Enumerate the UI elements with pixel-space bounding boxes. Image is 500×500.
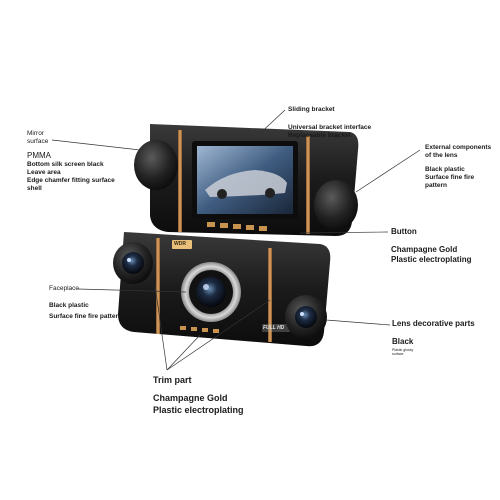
bottom-camera — [113, 232, 331, 347]
label-sliding-bracket: Sliding bracket — [288, 106, 335, 113]
top-trim-left — [178, 130, 182, 232]
wdr-badge-bg — [172, 240, 192, 249]
badge-wdr: WDR — [174, 241, 186, 247]
label-pmma-title: PMMA — [27, 151, 51, 160]
top-buttons — [207, 222, 267, 231]
top-trim-right — [306, 136, 310, 234]
label-pmma-details: Bottom silk screen black Leave area Edge… — [27, 161, 115, 192]
leader-lines — [51, 109, 421, 371]
label-faceplate: Faceplace — [49, 285, 79, 292]
bottom-lens-right — [295, 306, 317, 328]
top-lens-left — [134, 140, 178, 190]
top-lens-right — [314, 180, 358, 230]
label-external-components: External components of the lens — [425, 144, 492, 159]
label-universal-bracket: Universal bracket interface Replaceable … — [288, 124, 372, 139]
top-camera — [134, 124, 359, 236]
label-lens-decorative: Lens decorative parts — [392, 319, 475, 328]
label-button: Button — [391, 227, 417, 236]
center-lens — [196, 277, 226, 307]
badge-full-hd: FULL HD — [263, 325, 285, 331]
label-champagne-gold-right: Champagne Gold Plastic electroplating — [391, 245, 472, 264]
label-lens-black-sub: Plastic glossy surface — [392, 348, 414, 356]
bottom-lens-left — [122, 252, 144, 274]
label-black-plastic-left: Black plastic Surface fine fire pattern — [49, 302, 122, 320]
label-mirror-surface: Mirror surface — [27, 130, 49, 145]
label-trim-part: Trim part — [153, 375, 192, 385]
label-lens-black: Black — [392, 337, 414, 346]
label-champagne-gold-bottom: Champagne Gold Plastic electroplating — [153, 393, 244, 415]
label-black-plastic-fire: Black plastic Surface fine fire pattern — [425, 166, 475, 189]
